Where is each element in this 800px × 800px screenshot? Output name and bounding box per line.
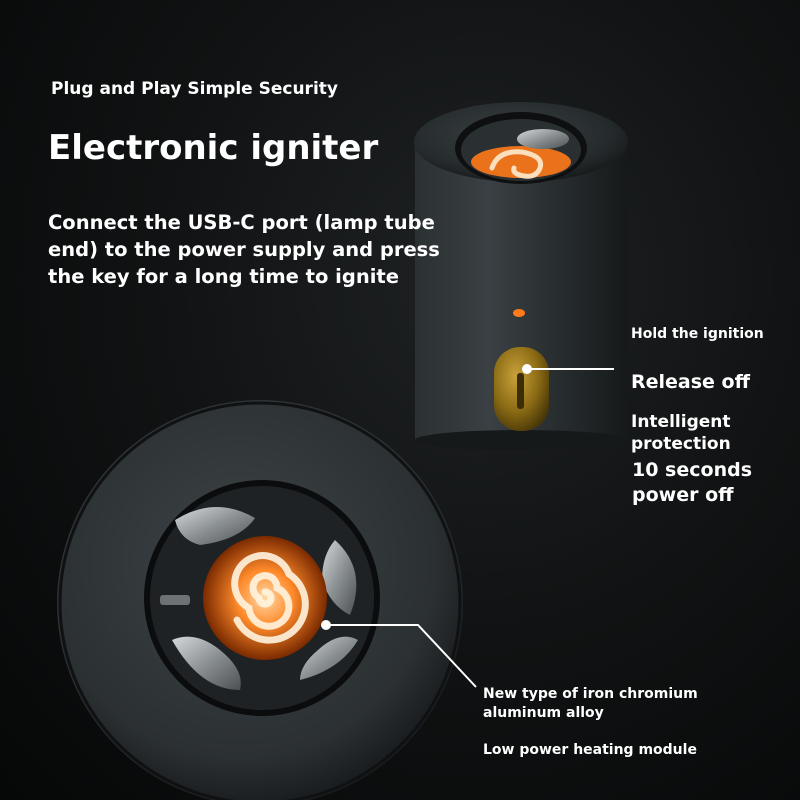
leader-lines [321, 364, 614, 688]
page-title: Electronic igniter [48, 128, 379, 168]
callout-ten-seconds: 10 seconds power off [632, 459, 753, 506]
subtitle: Plug and Play Simple Security [51, 79, 338, 99]
callout-intelligent-protection: Intelligent protection [631, 412, 731, 454]
indicator-light [513, 309, 525, 317]
igniter-tube [414, 102, 628, 450]
callout-alloy: New type of iron chromium aluminum alloy [483, 686, 698, 721]
igniter-top-view [57, 400, 463, 800]
callout-heating-module: Low power heating module [483, 742, 697, 758]
callout-release-off: Release off [631, 371, 750, 393]
description: Connect the USB-C port (lamp tube end) t… [48, 211, 440, 288]
callout-hold-ignition: Hold the ignition [631, 326, 764, 342]
